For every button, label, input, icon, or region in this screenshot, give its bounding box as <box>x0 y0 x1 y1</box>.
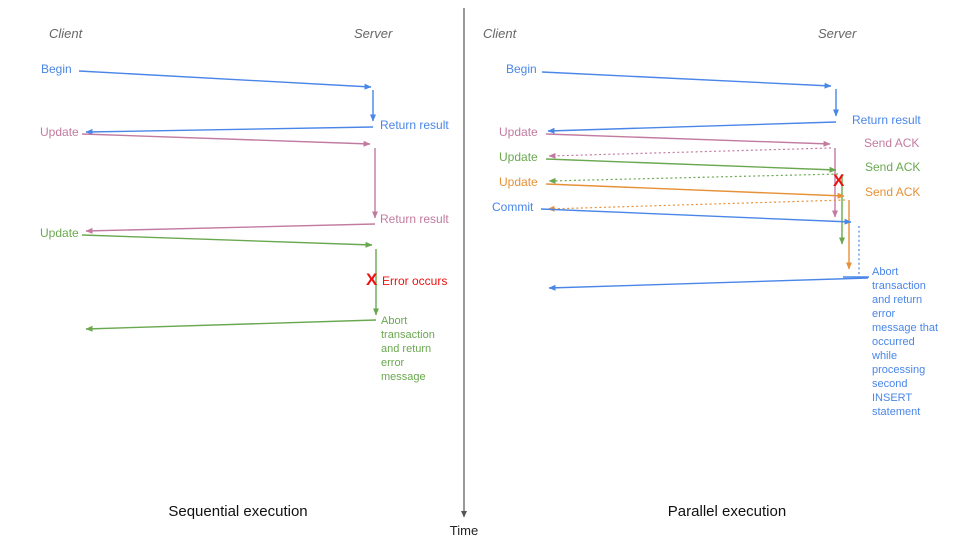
right-commit-message-line <box>540 208 852 225</box>
left-client-heading: Client <box>49 26 83 41</box>
left-abort-note: Abort transaction and return error messa… <box>381 315 435 383</box>
right-return-result-line <box>547 121 837 134</box>
left-update-message-line-1 <box>81 133 371 147</box>
right-update-label-3: Update <box>499 175 538 189</box>
left-caption: Sequential execution <box>168 503 308 520</box>
right-send-ack-line-3 <box>547 199 846 212</box>
right-send-ack-label-1: Send ACK <box>864 136 920 150</box>
right-update-label-2: Update <box>499 150 538 164</box>
right-begin-label: Begin <box>506 62 537 76</box>
right-client-heading: Client <box>483 26 517 41</box>
time-axis-label: Time <box>449 523 479 538</box>
left-return-result-label-2: Return result <box>380 212 449 226</box>
left-update-label-1: Update <box>40 125 79 139</box>
right-update-label-1: Update <box>499 125 538 139</box>
left-update-message-line-2 <box>81 234 373 248</box>
right-send-ack-line-2 <box>548 173 839 184</box>
right-update-message-line-1 <box>545 133 831 147</box>
right-begin-message-line <box>541 71 832 89</box>
right-panel-lines <box>540 71 869 291</box>
right-send-ack-label-2: Send ACK <box>865 160 921 174</box>
left-server-heading: Server <box>354 26 393 41</box>
left-update-label-2: Update <box>40 226 79 240</box>
left-panel-lines <box>78 70 379 332</box>
right-abort-return-line <box>548 277 869 291</box>
right-server-heading: Server <box>818 26 857 41</box>
right-commit-label: Commit <box>492 200 534 214</box>
left-return-result-line-2 <box>85 223 376 234</box>
left-begin-message-line <box>78 70 372 90</box>
right-abort-note: Abort transaction and return error messa… <box>872 266 939 418</box>
left-abort-return-line <box>85 319 377 332</box>
left-error-label: Error occurs <box>382 274 448 288</box>
right-caption: Parallel execution <box>667 503 787 520</box>
right-update-message-line-2 <box>545 158 837 173</box>
left-begin-label: Begin <box>41 62 72 76</box>
left-error-x-icon: X <box>366 270 378 289</box>
right-return-result-label: Return result <box>852 113 921 127</box>
right-send-ack-label-3: Send ACK <box>865 185 921 199</box>
right-error-x-icon: X <box>833 171 845 190</box>
right-send-ack-line-1 <box>548 147 832 159</box>
left-return-result-label-1: Return result <box>380 118 449 132</box>
right-update-message-line-3 <box>545 183 845 199</box>
left-return-result-line-1 <box>85 126 374 135</box>
